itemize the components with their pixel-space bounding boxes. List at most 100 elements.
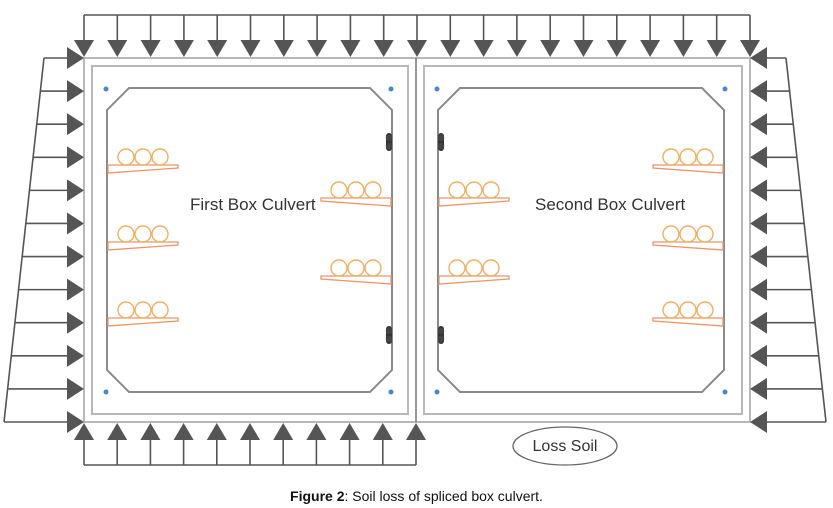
second-culvert-label: Second Box Culvert	[535, 195, 686, 214]
connector-bolt	[437, 142, 445, 150]
arrow-left-icon	[750, 344, 767, 367]
left-load-line	[3, 57, 45, 423]
splice-connector-icon	[437, 133, 445, 151]
arrow-down-icon	[74, 40, 94, 57]
arrow-down-icon	[506, 40, 527, 57]
shelf-bracket	[652, 241, 724, 251]
rebar-dot	[434, 86, 440, 92]
connector-bolt	[437, 335, 445, 343]
arrow-left-icon	[750, 411, 767, 433]
connector-bolt	[385, 335, 393, 343]
pipe-icon	[696, 225, 714, 243]
arrow-right-icon	[67, 411, 84, 433]
cable-shelf	[320, 259, 392, 285]
shelf-bracket	[320, 275, 392, 285]
pipe-icon	[482, 181, 500, 199]
connector-bolt	[385, 327, 393, 335]
pipe-icon	[117, 148, 135, 166]
arrow-right-icon	[67, 212, 84, 235]
pipe-icon	[448, 259, 466, 277]
left-load-arrows	[3, 47, 84, 433]
splice-connector-icon	[385, 133, 393, 151]
arrow-down-icon	[373, 40, 394, 57]
arrow-down-icon	[307, 40, 328, 57]
second-culvert-opening	[437, 87, 725, 393]
cable-shelf	[320, 181, 392, 207]
cable-shelf	[107, 148, 179, 174]
figure-number: Figure 2	[290, 488, 345, 504]
first-culvert-shell	[91, 65, 409, 415]
culvert-shells	[83, 57, 751, 423]
arrow-down-icon	[140, 40, 161, 57]
arrow-down-icon	[207, 40, 228, 57]
connector-bolt	[437, 327, 445, 335]
pipe-icon	[662, 301, 680, 319]
pipe-icon	[465, 181, 483, 199]
pipe-icon	[696, 148, 714, 166]
arrow-left-icon	[750, 212, 767, 235]
arrow-down-icon	[473, 40, 494, 57]
pipe-shelves	[107, 148, 724, 327]
pipe-icon	[448, 181, 466, 199]
arrow-right-icon	[67, 80, 84, 103]
arrow-down-icon	[740, 40, 760, 57]
arrow-down-icon	[240, 40, 261, 57]
shelf-bracket	[438, 197, 510, 207]
arrow-down-icon	[173, 40, 194, 57]
right-load-arrows	[750, 47, 827, 433]
pipe-icon	[151, 301, 169, 319]
pipe-icon	[662, 225, 680, 243]
loss-soil-ellipse	[512, 426, 618, 466]
cable-shelf	[107, 225, 179, 251]
pipe-icon	[151, 148, 169, 166]
first-culvert-opening	[106, 87, 393, 393]
pipe-icon	[330, 259, 348, 277]
arrow-left-icon	[750, 80, 767, 103]
arrow-down-icon	[640, 40, 661, 57]
arrow-right-icon	[67, 146, 84, 169]
pipe-icon	[696, 301, 714, 319]
pipe-icon	[347, 181, 365, 199]
arrow-right-icon	[67, 47, 84, 69]
arrow-left-icon	[750, 47, 767, 69]
pipe-icon	[482, 259, 500, 277]
shelf-bracket	[107, 164, 179, 174]
arrow-left-icon	[750, 245, 767, 268]
arrow-down-icon	[440, 40, 461, 57]
arrow-up-icon	[107, 423, 128, 440]
arrow-down-icon	[107, 40, 128, 57]
cable-shelf	[652, 225, 724, 251]
arrow-left-icon	[750, 179, 767, 202]
arrow-up-icon	[206, 423, 227, 440]
arrow-up-icon	[339, 423, 360, 440]
pipe-icon	[117, 225, 135, 243]
rebar-dot	[722, 86, 728, 92]
arrow-left-icon	[750, 146, 767, 169]
pipe-icon	[134, 301, 152, 319]
arrow-left-icon	[750, 278, 767, 301]
arrow-down-icon	[540, 40, 561, 57]
loss-soil-label: Loss Soil	[533, 438, 598, 455]
shelf-bracket	[107, 241, 179, 251]
right-load-line	[785, 57, 827, 423]
arrow-down-icon	[606, 40, 627, 57]
cable-shelf	[438, 181, 510, 207]
arrow-up-icon	[173, 423, 194, 440]
arrow-down-icon	[673, 40, 694, 57]
shelf-bracket	[652, 317, 724, 327]
arrow-down-icon	[573, 40, 594, 57]
caption-text: : Soil loss of spliced box culvert.	[344, 488, 543, 504]
arrow-up-icon	[372, 423, 393, 440]
figure-caption: Figure 2: Soil loss of spliced box culve…	[0, 488, 833, 504]
arrow-left-icon	[750, 311, 767, 334]
arrow-down-icon	[407, 40, 427, 57]
cable-shelf	[652, 148, 724, 174]
cable-shelf	[107, 301, 179, 327]
splice-connector-icon	[437, 326, 445, 344]
pipe-icon	[364, 181, 382, 199]
pipe-icon	[662, 148, 680, 166]
pipe-icon	[679, 301, 697, 319]
rebar-dot	[388, 389, 394, 395]
arrow-left-icon	[750, 113, 767, 136]
